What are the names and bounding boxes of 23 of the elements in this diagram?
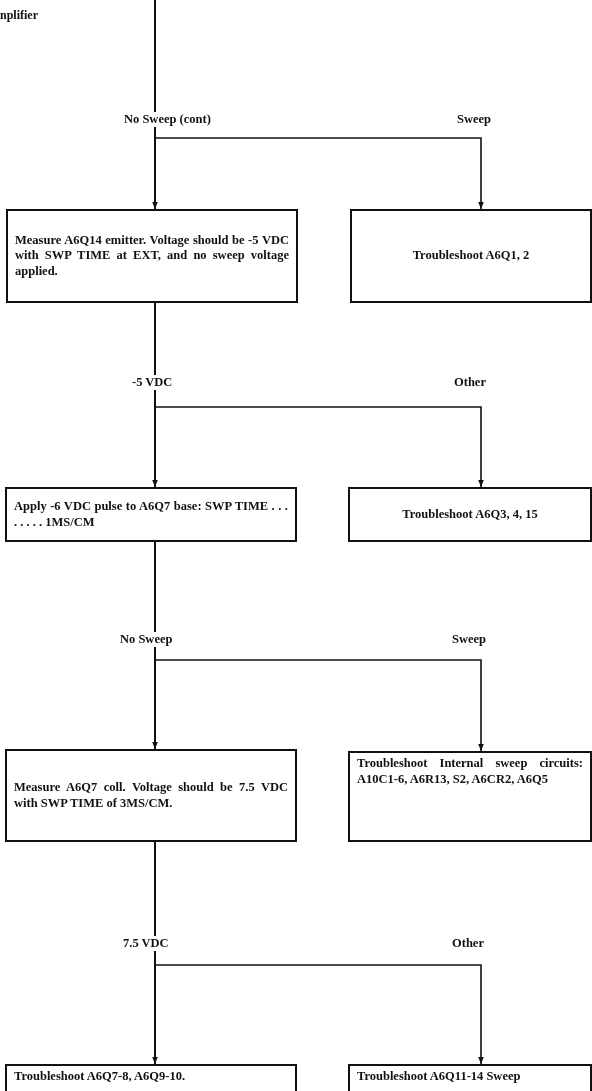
process-box xyxy=(348,1064,592,1091)
box-text: Troubleshoot A6Q11-14 Sweep xyxy=(357,1069,521,1085)
process-box xyxy=(348,751,592,842)
process-box xyxy=(5,1064,297,1091)
edge-label: No Sweep (cont) xyxy=(122,112,213,127)
process-box xyxy=(348,487,592,542)
box-text: Troubleshoot A6Q1, 2 xyxy=(412,248,530,264)
process-box xyxy=(350,209,592,303)
process-box xyxy=(5,487,297,542)
edge-label: No Sweep xyxy=(118,632,175,647)
box-text: Measure A6Q7 coll. Voltage should be 7.5 VDC with SWP TIME of 3MS/CM. xyxy=(14,779,288,812)
process-box xyxy=(6,209,298,303)
text-fragment: nplifier xyxy=(0,8,38,23)
edge-label: Sweep xyxy=(455,112,494,127)
box-text: Apply -6 VDC pulse to A6Q7 base: SWP TIME . . . . . . . . 1MS/CM xyxy=(14,498,288,531)
box-text: Troubleshoot A6Q3, 4, 15 xyxy=(402,506,538,523)
edge-label: -5 VDC xyxy=(130,375,175,390)
box-text: Troubleshoot A6Q7-8, A6Q9-10. xyxy=(14,1069,186,1085)
box-text: Measure A6Q14 emitter. Voltage should be -5 VDC with SWP TIME at EXT, and no sweep voltage applied. xyxy=(15,232,289,280)
process-box xyxy=(5,749,297,842)
box-text: Troubleshoot Internal sweep circuits: A10C1-6, A6R13, S2, A6CR2, A6Q5 xyxy=(357,756,583,788)
edge-label: Sweep xyxy=(450,632,489,647)
edge-label: 7.5 VDC xyxy=(121,936,171,951)
